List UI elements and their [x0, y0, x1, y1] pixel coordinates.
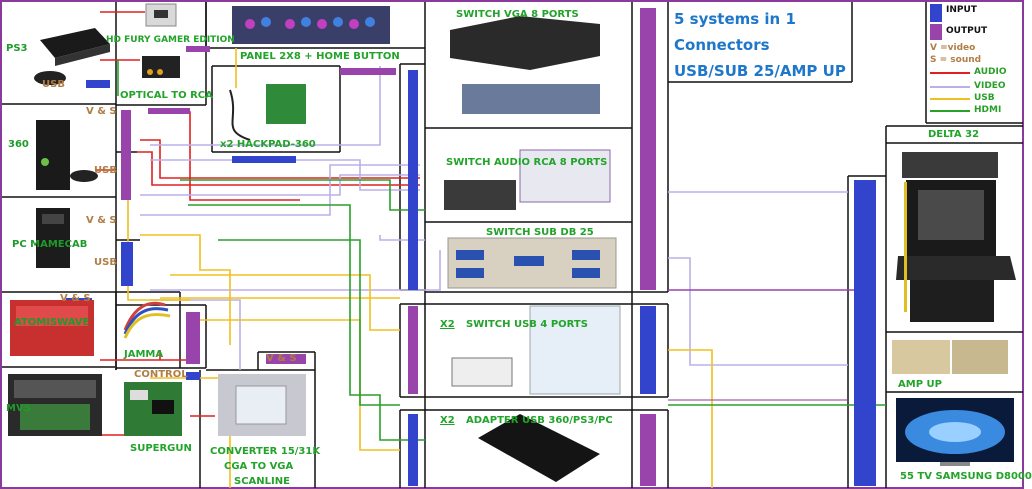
- legend-audio-label: AUDIO: [974, 67, 1007, 77]
- title-box-border: [668, 2, 853, 83]
- panel-label: PANEL 2X8 + HOME BUTTON: [240, 51, 400, 62]
- delta-label: DELTA 32: [928, 129, 980, 140]
- converter-label-2: CGA TO VGA: [224, 461, 294, 472]
- usb-adapter-icon: [478, 414, 600, 482]
- supergun-board-icon: [124, 382, 182, 436]
- usb-switch-prefix: X2: [440, 319, 455, 330]
- hdfury-device-icon: [145, 3, 177, 27]
- vga-switch-icon: [450, 16, 600, 114]
- legend-hdmi-label: HDMI: [974, 105, 1002, 115]
- ps3-usb-tag: USB: [42, 79, 65, 90]
- audio-switch-icon: [444, 149, 611, 210]
- top-middle-borders: [205, 2, 426, 488]
- system-atomiswave: ATOMISWAVE: [14, 317, 90, 328]
- system-mvs: MVS: [6, 403, 31, 414]
- left-column-borders: [2, 2, 316, 488]
- tv-label: 55 TV SAMSUNG D8000: [900, 471, 1032, 482]
- system-360: 360: [8, 139, 29, 150]
- vga-switch-label: SWITCH VGA 8 PORTS: [456, 9, 579, 20]
- x360-vs-tag: V & S: [86, 106, 117, 117]
- amp-board-icon: [892, 340, 1008, 374]
- converter-label-3: SCANLINE: [234, 476, 290, 487]
- wires: [30, 11, 886, 488]
- converter-vs-tag: V & S: [266, 353, 297, 364]
- converter-box-icon: [218, 374, 306, 436]
- control-panel-icon: [232, 6, 390, 44]
- x360-usb-tag: USB: [94, 165, 117, 176]
- supergun-control-tag: CONTROL: [134, 369, 188, 380]
- legend-input-label: INPUT: [946, 5, 977, 15]
- supergun-label: SUPERGUN: [130, 443, 192, 454]
- system-ps3: PS3: [6, 43, 28, 54]
- legend-sound-abbr: S = sound: [930, 55, 982, 65]
- pc-tower-icon: [36, 208, 70, 268]
- legend-output-swatch: [930, 24, 942, 40]
- xbox360-console-icon: [36, 120, 98, 190]
- right-column-borders: [847, 2, 1023, 488]
- hackpad-label: x2 HACKPAD-360: [220, 139, 316, 150]
- amp-label: AMP UP: [898, 379, 942, 390]
- delta-cabinet-icon: [896, 152, 1016, 322]
- jamma-label: JAMMA: [124, 349, 164, 360]
- ps3-console-icon: [34, 28, 110, 85]
- title-line-3: USB/SUB 25/AMP UP: [674, 62, 846, 80]
- hdfury-label: HD FURY GAMER EDITION: [106, 35, 235, 45]
- adapter-prefix: X2: [440, 415, 455, 426]
- audio-switch-label: SWITCH AUDIO RCA 8 PORTS: [446, 157, 608, 168]
- tv-icon: [896, 398, 1014, 466]
- db25-switch-icon: [447, 237, 617, 289]
- port-bars: [66, 8, 876, 486]
- legend-video-abbr: V =video: [930, 43, 976, 53]
- legend-swatches: [930, 4, 970, 112]
- title-line-1: 5 systems in 1: [674, 10, 796, 28]
- adapter-label: ADAPTER USB 360/PS3/PC: [466, 415, 613, 426]
- atomiswave-vs-tag: V & S: [60, 293, 91, 304]
- usb-switch-icon: [451, 305, 621, 395]
- converter-label-1: CONVERTER 15/31K: [210, 446, 321, 457]
- pc-vs-tag: V & S: [86, 215, 117, 226]
- usb-switch-label: SWITCH USB 4 PORTS: [466, 319, 588, 330]
- legend-usb-label: USB: [974, 93, 995, 103]
- mvs-board-icon: [8, 374, 102, 436]
- title-line-2: Connectors: [674, 36, 770, 54]
- legend-input-swatch: [930, 4, 942, 22]
- jamma-harness-icon: [123, 301, 171, 339]
- legend-video-label: VIDEO: [974, 81, 1006, 91]
- pc-usb-tag: USB: [94, 257, 117, 268]
- optical-converter-icon: [142, 56, 180, 78]
- system-pc: PC MAMECAB: [12, 239, 88, 250]
- legend-output-label: OUTPUT: [946, 26, 988, 36]
- atomiswave-board-icon: [10, 300, 94, 356]
- hackpad-board-icon: [229, 84, 306, 141]
- optical-label: OPTICAL TO RCA: [120, 90, 213, 101]
- db25-switch-label: SWITCH SUB DB 25: [486, 227, 594, 238]
